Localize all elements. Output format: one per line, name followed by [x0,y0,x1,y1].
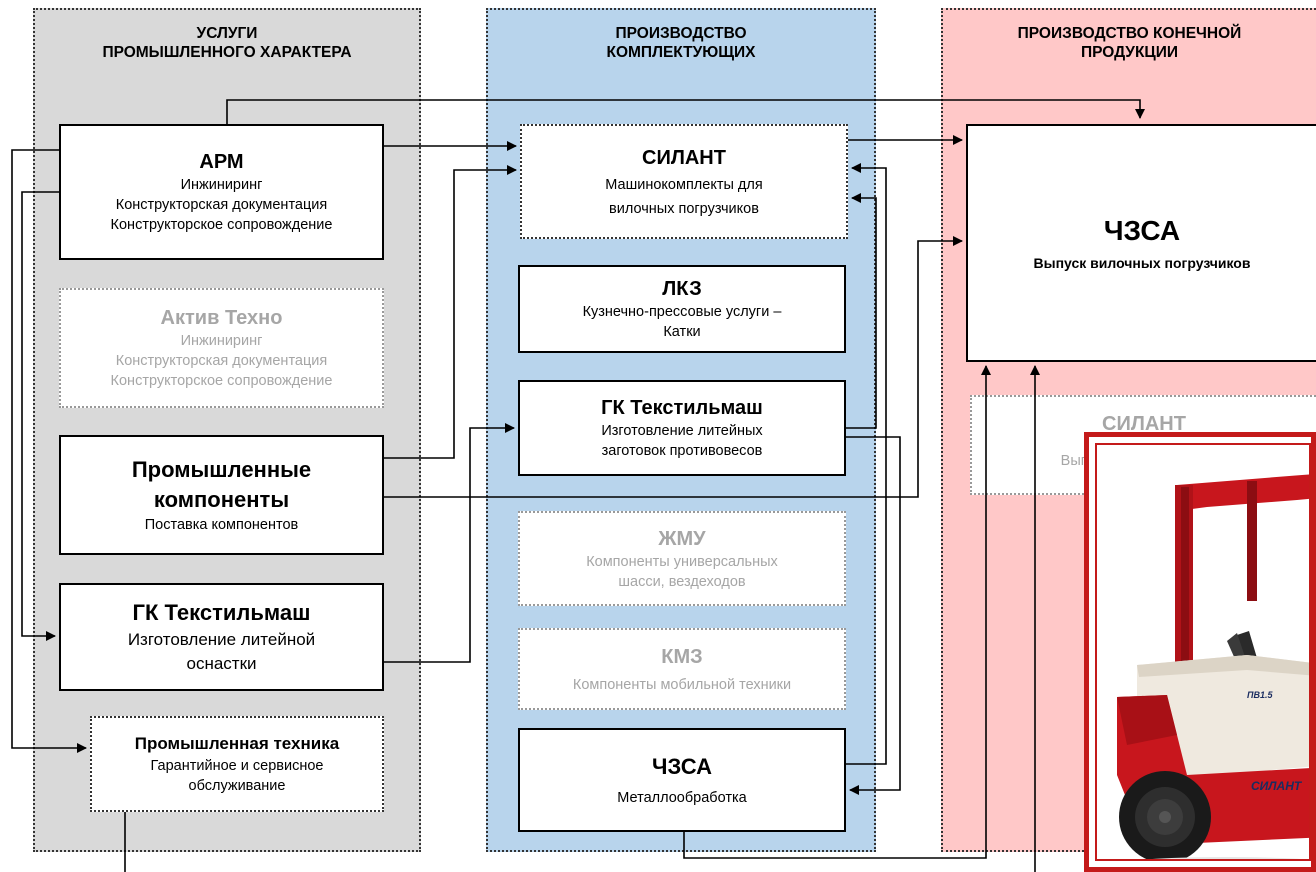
kmz-line1: Компоненты мобильной техники [572,677,792,693]
model-badge: ПВ1.5 [1247,690,1273,700]
prom-komp-title2: компоненты [153,487,290,512]
silant-title: СИЛАНТ [642,146,726,169]
silant-line1: Машинокомплекты для [605,176,763,193]
gk-mid-line2: заготовок противовесов [601,443,763,459]
arm-line3: Конструкторское сопровождение [110,217,333,233]
arm-title: АРМ [199,151,244,173]
prom-tekhnika-box: Промышленная техника Гарантийное и серви… [90,716,384,812]
prom-komponenty-box: Промышленные компоненты Поставка компоне… [59,435,384,555]
prom-tech-line2: обслуживание [188,778,286,794]
chzsa-right-title: ЧЗСА [1103,215,1181,246]
chzsa-right-box: ЧЗСА Выпуск вилочных погрузчиков [966,124,1316,362]
components-column-title-line2: КОМПЛЕКТУЮЩИХ [606,44,756,61]
gk-mid-title: ГК Текстильмаш [601,397,763,419]
silant-right-title: СИЛАНТ [1102,413,1186,435]
silant-box: СИЛАНТ Машинокомплекты для вилочных погр… [520,124,848,239]
final-column-title-line1: ПРОИЗВОДСТВО КОНЕЧНОЙ [1017,25,1242,42]
prom-komp-title1: Промышленные [131,457,312,482]
aktiv-line1: Инжиниринг [180,333,263,349]
gk-left-title: ГК Текстильмаш [132,600,311,625]
arm-line2: Конструкторская документация [115,197,328,213]
gk-left-line2: оснастки [186,654,257,673]
aktiv-techno-box: Актив Техно Инжиниринг Конструкторская д… [59,288,384,408]
brand-label: СИЛАНТ [1251,779,1303,793]
components-column-title-line1: ПРОИЗВОДСТВО [615,25,747,42]
lkz-box: ЛКЗ Кузнечно-прессовые услуги – Катки [518,265,846,353]
forklift-photo: ПВ1.5 СИЛАНТ [1084,432,1316,872]
chzsa-right-line1: Выпуск вилочных погрузчиков [1033,255,1251,271]
arm-line1: Инжиниринг [180,177,263,193]
aktiv-line3: Конструкторское сопровождение [110,373,333,389]
zhmu-line1: Компоненты универсальных [586,553,778,570]
services-column-title-line2: ПРОМЫШЛЕННОГО ХАРАКТЕРА [102,44,352,61]
chzsa-mid-line1: Металлообработка [617,790,747,806]
arm-box: АРМ Инжиниринг Конструкторская документа… [59,124,384,260]
zhmu-box: ЖМУ Компоненты универсальных шасси, везд… [518,511,846,606]
prom-tech-line1: Гарантийное и сервисное [150,758,324,774]
zhmu-line2: шасси, вездеходов [618,573,746,590]
kmz-box: КМЗ Компоненты мобильной техники [518,628,846,710]
prom-komp-line1: Поставка компонентов [144,517,299,533]
gk-left-line1: Изготовление литейной [127,630,316,649]
gk-tekstilmash-mid-box: ГК Текстильмаш Изготовление литейных заг… [518,380,846,476]
silant-line2: вилочных погрузчиков [609,200,759,217]
chzsa-mid-title: ЧЗСА [652,754,712,779]
forklift-illustration: ПВ1.5 СИЛАНТ [1117,474,1309,859]
zhmu-title: ЖМУ [658,527,706,550]
gk-tekstilmash-left-box: ГК Текстильмаш Изготовление литейной осн… [59,583,384,691]
prom-tech-title: Промышленная техника [134,734,340,753]
lkz-line1: Кузнечно-прессовые услуги – [582,304,782,320]
lkz-title: ЛКЗ [662,278,702,300]
services-column-title-line1: УСЛУГИ [196,25,258,42]
aktiv-title: Актив Техно [160,307,283,329]
kmz-title: КМЗ [661,646,703,668]
aktiv-line2: Конструкторская документация [115,353,328,369]
gk-mid-line1: Изготовление литейных [601,423,763,439]
chzsa-mid-box: ЧЗСА Металлообработка [518,728,846,832]
final-column-title-line2: ПРОДУКЦИИ [1080,44,1179,61]
lkz-line2: Катки [663,324,701,340]
